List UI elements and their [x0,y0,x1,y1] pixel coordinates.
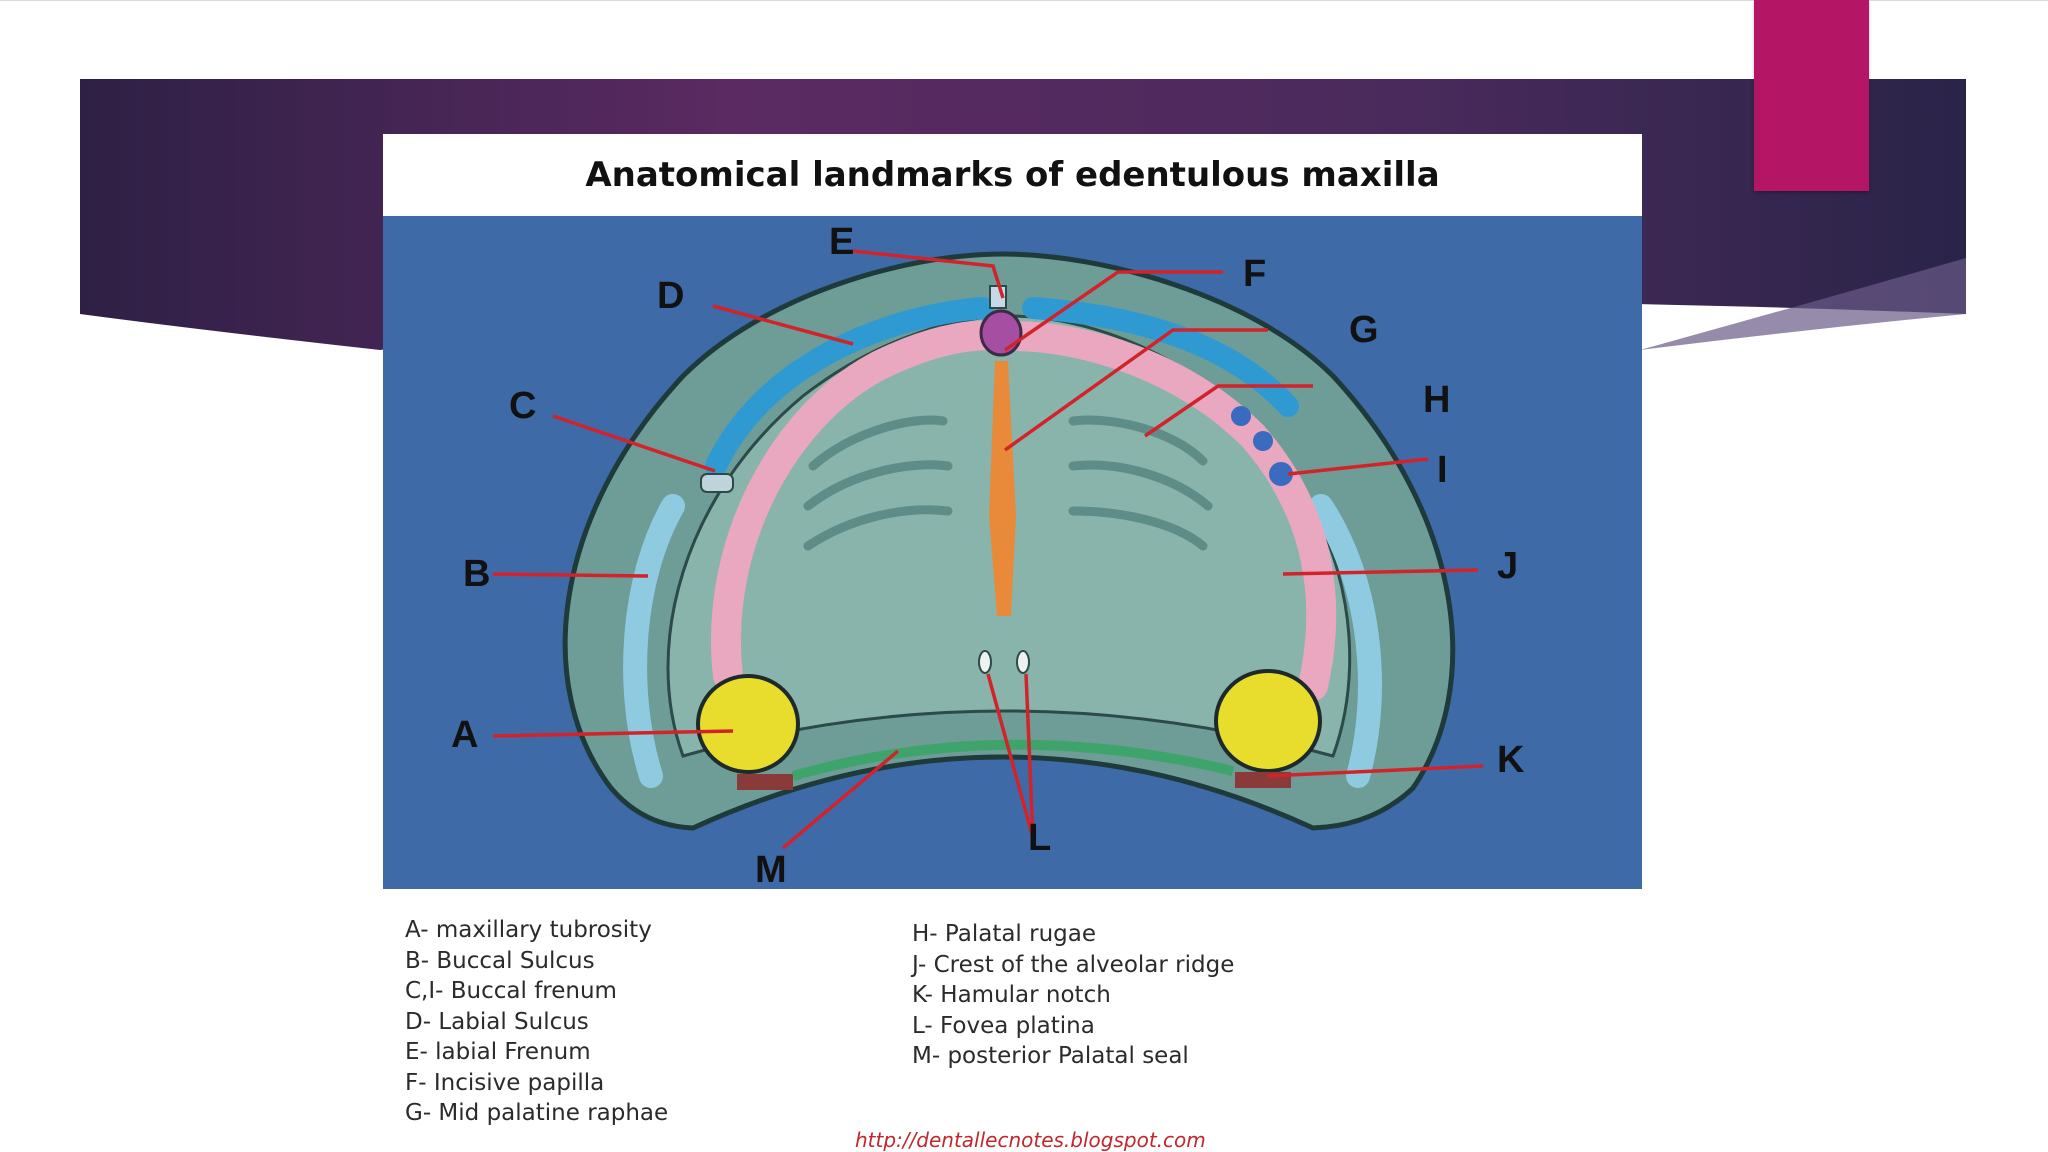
legend-item: G- Mid palatine raphae [405,1100,669,1126]
legend-item: E- labial Frenum [405,1039,591,1065]
anatomy-figure: Anatomical landmarks of edentulous maxil… [383,134,1642,889]
figure-title: Anatomical landmarks of edentulous maxil… [585,155,1440,195]
legend-item: J- Crest of the alveolar ridge [912,951,1235,978]
label-J: J [1497,545,1518,587]
legend-left-column: A- maxillary tubrosity B- Buccal Sulcus … [405,915,668,1129]
legend-item: D- Labial Sulcus [405,1008,589,1035]
maxilla-cast-illustration: A B C D E F G H I J K L M [383,216,1642,889]
label-G: G [1349,309,1379,351]
label-A: A [451,714,478,756]
legend-item: H- Palatal rugae [912,921,1097,947]
label-H: H [1423,379,1450,421]
legend-item: C,I- Buccal frenum [405,978,617,1004]
accent-tab [1754,0,1869,191]
label-C: C [509,385,536,427]
label-E: E [829,221,854,263]
label-M: M [755,849,787,889]
label-B: B [463,553,490,595]
legend-item: M- posterior Palatal seal [912,1043,1189,1069]
legend-item: A- maxillary tubrosity [405,917,652,943]
label-D: D [657,275,684,317]
label-K: K [1497,739,1525,781]
label-F: F [1243,253,1266,295]
legend-item: F- Incisive papilla [405,1069,605,1096]
top-divider-line [0,0,2048,1]
source-url: http://dentallecnotes.blogspot.com [855,1128,1206,1152]
legend-item: K- Hamular notch [912,982,1111,1008]
label-L: L [1028,817,1051,859]
legend-item: L- Fovea platina [912,1012,1095,1039]
label-I: I [1437,449,1448,491]
legend-item: B- Buccal Sulcus [405,947,595,974]
legend-right-column: H- Palatal rugae J- Crest of the alveola… [912,919,1234,1072]
